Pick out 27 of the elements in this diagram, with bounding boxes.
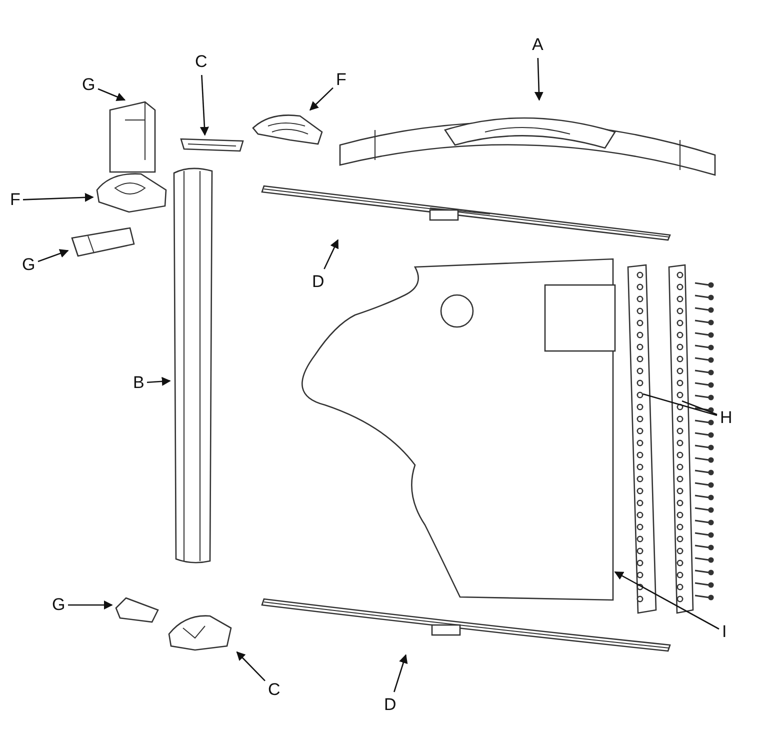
leader-arrow: [68, 600, 113, 610]
callout-letter: D: [384, 695, 396, 715]
callout-letter: F: [10, 190, 20, 210]
leader-line: [682, 400, 718, 416]
callout-letter: I: [722, 622, 727, 642]
callout-letter: C: [268, 680, 280, 700]
leader-arrow: [236, 651, 266, 682]
leader-arrow: [146, 376, 171, 386]
leader-arrow: [200, 74, 209, 136]
leader-arrow: [98, 88, 126, 102]
leader-arrow: [324, 239, 338, 270]
leader-arrow: [309, 87, 334, 111]
callout-letter: G: [82, 75, 96, 95]
leader-arrow: [534, 58, 544, 101]
callout-letter: D: [312, 272, 324, 292]
leader-arrow: [38, 249, 69, 262]
callout-letter: H: [720, 408, 732, 428]
leader-arrow: [614, 571, 720, 630]
leader-arrow: [22, 192, 94, 202]
callout-letter: A: [532, 35, 544, 55]
callout-letter: C: [195, 52, 208, 72]
leader-line: [642, 393, 718, 416]
callout-letter: B: [133, 373, 144, 393]
callout-letter: F: [336, 70, 346, 90]
leader-arrow: [393, 654, 408, 692]
callout-letter: G: [52, 595, 66, 615]
callout-letter: G: [22, 255, 36, 275]
